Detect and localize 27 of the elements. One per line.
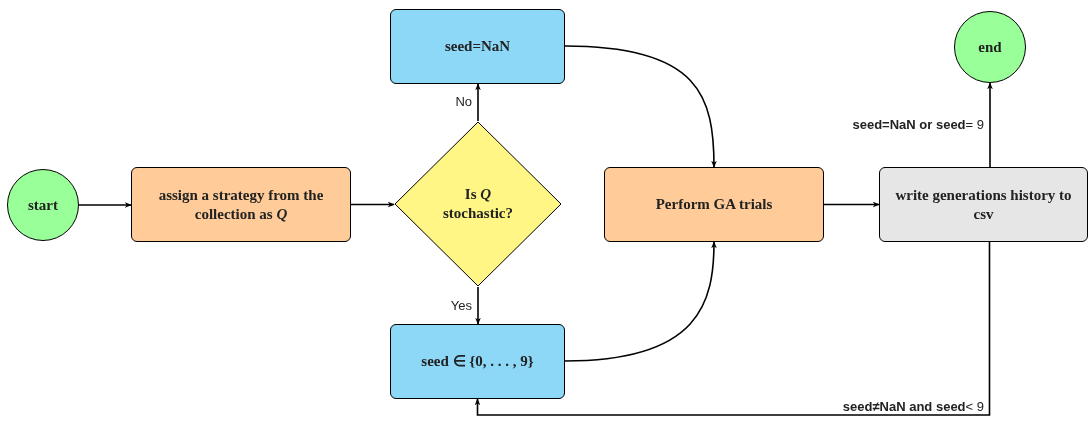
arrow <box>475 286 481 325</box>
arrow <box>987 82 993 168</box>
node-text: seed ∈ {0, . . . , 9} <box>420 352 535 371</box>
node-text: end <box>977 37 1003 57</box>
decision-diamond <box>394 121 562 287</box>
node-text: write generations history to csv <box>894 185 1073 224</box>
process-box <box>390 9 565 84</box>
process-box <box>879 167 1088 242</box>
process-box <box>390 324 565 399</box>
arrow <box>823 201 880 208</box>
node-text: seed=NaN <box>443 37 512 56</box>
process-box <box>604 167 824 242</box>
arrow <box>564 45 717 168</box>
arrow <box>564 241 717 362</box>
node-text: start <box>27 195 59 215</box>
edge-label: No <box>454 94 472 111</box>
edge-label: seed≠NaN and seed< 9 <box>841 399 984 416</box>
process-box <box>131 167 351 242</box>
arrow <box>350 201 395 208</box>
node-text: Is Q stochastic? <box>442 185 514 223</box>
arrow <box>474 241 991 416</box>
node-text: Perform GA trials <box>654 195 774 214</box>
node-text: assign a strategy from the collection as Q <box>157 185 325 224</box>
edge-label: seed=NaN or seed= 9 <box>851 117 984 134</box>
arrow <box>78 202 132 208</box>
arrow <box>475 83 481 122</box>
edge-label: Yes <box>449 298 472 315</box>
